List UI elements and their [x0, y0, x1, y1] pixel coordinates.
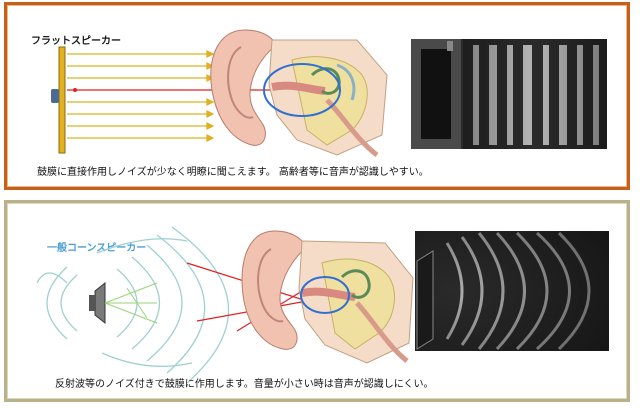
cone-speaker-wave-photo: [415, 231, 609, 351]
cone-speaker-graphic: [89, 283, 105, 323]
flat-speaker-driver: [51, 89, 59, 103]
ear-illustration: [211, 30, 387, 155]
cone-speaker-diagram: [7, 203, 627, 399]
cone-speaker-rays: [105, 283, 157, 323]
flat-speaker-sound-arrows: [67, 51, 213, 141]
flat-speaker-caption: 鼓膜に直接作用しノイズが少なく明瞭に聞こえます。 高齢者等に音声が認識しやすい。: [37, 163, 429, 178]
flat-speaker-panel: フラットスピーカー: [4, 2, 630, 190]
ear-illustration-bottom: [242, 231, 413, 363]
flat-speaker-diagram: [7, 5, 627, 187]
cone-speaker-sound-waves: [37, 227, 229, 383]
flat-speaker-wave-photo: [411, 39, 607, 149]
flat-speaker-panel-graphic: [59, 47, 65, 153]
cone-speaker-caption: 反射波等のノイズ付きで鼓膜に作用します。音量が小さい時は音声が認識しにくい。: [55, 375, 434, 390]
direct-sound-origin: [73, 88, 77, 92]
cone-speaker-panel: 一般コーンスピーカー: [4, 200, 630, 402]
